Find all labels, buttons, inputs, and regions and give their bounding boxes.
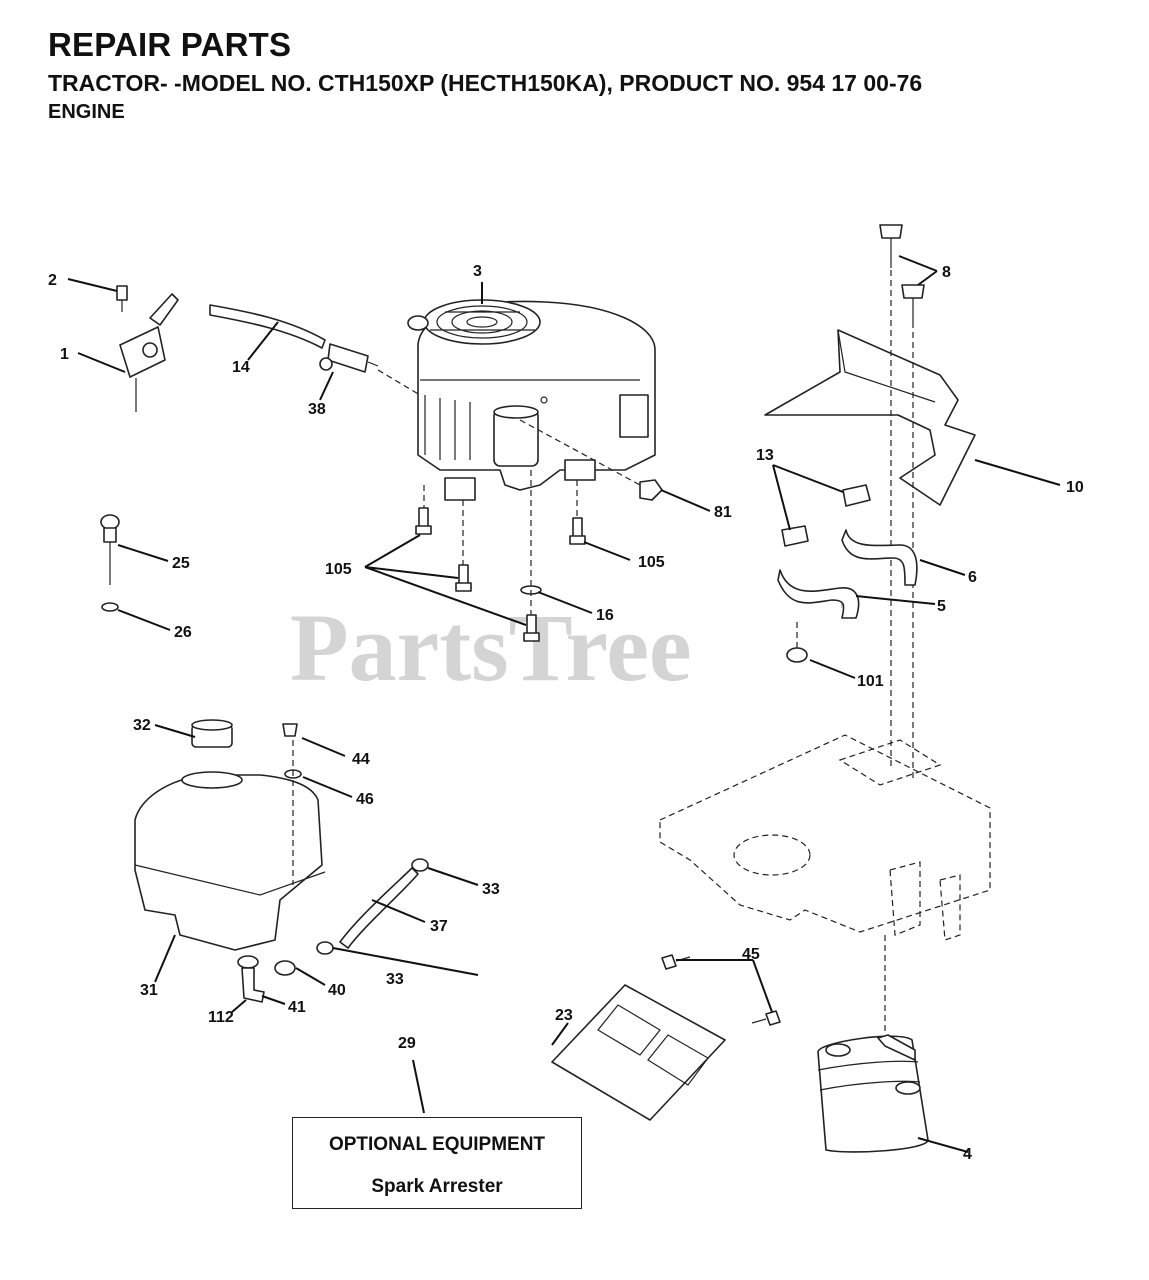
callout-41: 41 [288, 999, 306, 1016]
watermark-text: PartsTree [290, 594, 692, 701]
optional-equipment-box: OPTIONAL EQUIPMENT Spark Arrester [292, 1117, 582, 1209]
callout-16: 16 [596, 607, 614, 624]
callout-105-left: 105 [325, 561, 352, 578]
muffler-part [817, 935, 929, 1153]
callout-44: 44 [352, 751, 370, 768]
callout-101: 101 [857, 673, 884, 690]
exhaust-pipes-part [777, 484, 918, 663]
callout-8: 8 [942, 264, 951, 281]
callout-10: 10 [1066, 479, 1084, 496]
callout-4: 4 [963, 1146, 972, 1163]
engine-fasteners [377, 369, 663, 642]
callout-5: 5 [937, 598, 946, 615]
callout-1: 1 [60, 346, 69, 363]
callout-26: 26 [174, 624, 192, 641]
callout-40: 40 [328, 982, 346, 999]
throttle-control-part [116, 285, 179, 412]
fuel-line-part [209, 304, 379, 373]
callout-31: 31 [140, 982, 158, 999]
engine-part [407, 299, 656, 501]
callout-37: 37 [430, 918, 448, 935]
fuel-tank-part [134, 719, 429, 1003]
spark-arrester-part [551, 954, 781, 1121]
callout-labels: 1 2 3 4 5 6 8 10 13 14 16 23 25 26 29 31… [48, 263, 1084, 1163]
leader-lines [67, 255, 1061, 1153]
callout-13: 13 [756, 447, 774, 464]
callout-105-right: 105 [638, 554, 665, 571]
chassis-frame-part [659, 734, 991, 941]
primer-part [100, 514, 120, 612]
callout-33-bottom: 33 [386, 971, 404, 988]
callout-23: 23 [555, 1007, 573, 1024]
callout-38: 38 [308, 401, 326, 418]
callout-32: 32 [133, 717, 151, 734]
watermark: PartsTree TM [290, 594, 855, 701]
callout-29: 29 [398, 1035, 416, 1052]
callout-14: 14 [232, 359, 250, 376]
callout-46: 46 [356, 791, 374, 808]
callout-2: 2 [48, 272, 57, 289]
callout-45: 45 [742, 946, 760, 963]
callout-81: 81 [714, 504, 732, 521]
model-subtitle: TRACTOR- -MODEL NO. CTH150XP (HECTH150KA… [48, 70, 923, 96]
callout-3: 3 [473, 263, 482, 280]
callout-6: 6 [968, 569, 977, 586]
optional-equipment-title: OPTIONAL EQUIPMENT [328, 1134, 546, 1155]
page-title: REPAIR PARTS [48, 26, 292, 63]
heat-shield-part [764, 224, 976, 780]
callout-25: 25 [172, 555, 190, 572]
callout-112: 112 [208, 1009, 234, 1026]
optional-equipment-item: Spark Arrester [371, 1176, 503, 1197]
callout-33-top: 33 [482, 881, 500, 898]
section-label: ENGINE [48, 101, 125, 123]
